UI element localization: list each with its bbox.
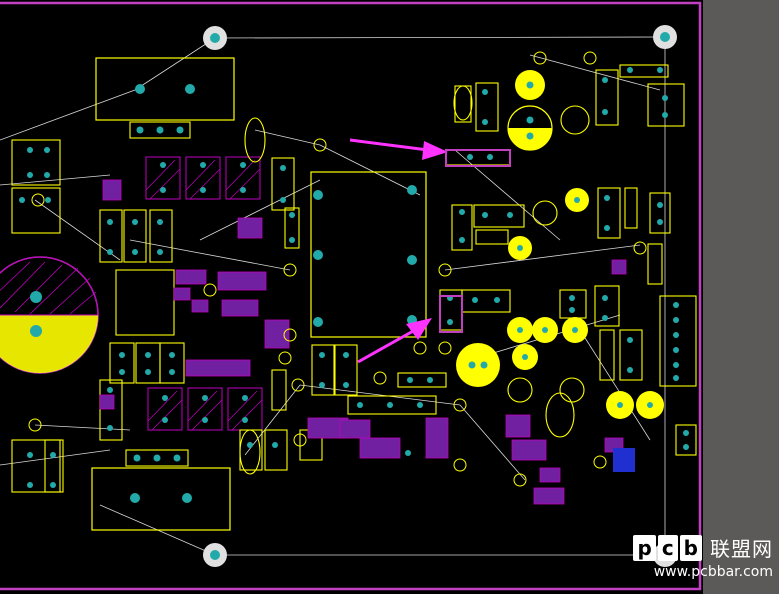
smd-components	[99, 179, 627, 505]
board-outline	[0, 1, 702, 591]
pcb-logo: p c b	[633, 534, 704, 561]
logo-letter-p: p	[633, 534, 656, 561]
blue-component	[613, 448, 635, 472]
watermark-cn-text: 联盟网	[710, 537, 773, 561]
electrolytic-caps	[456, 70, 664, 419]
power-device-pads	[145, 156, 263, 431]
logo-letter-c: c	[657, 534, 678, 561]
side-panel	[703, 0, 779, 594]
large-capacitor	[0, 256, 99, 374]
watermark: p c b 联盟网 www.pcbbar.com	[633, 533, 773, 580]
transformer-outlines	[91, 57, 427, 531]
board-area	[0, 3, 700, 589]
pads	[19, 67, 689, 488]
component-outlines	[11, 64, 697, 493]
transformer-pads	[130, 84, 417, 503]
highlighted-component-upper[interactable]	[445, 149, 511, 167]
logo-letter-b: b	[679, 534, 702, 561]
highlighted-component-lower[interactable]	[439, 295, 463, 333]
watermark-url: www.pcbbar.com	[653, 564, 773, 580]
test-points	[28, 51, 647, 487]
annotation-arrows	[349, 138, 448, 364]
film-caps	[239, 85, 590, 475]
